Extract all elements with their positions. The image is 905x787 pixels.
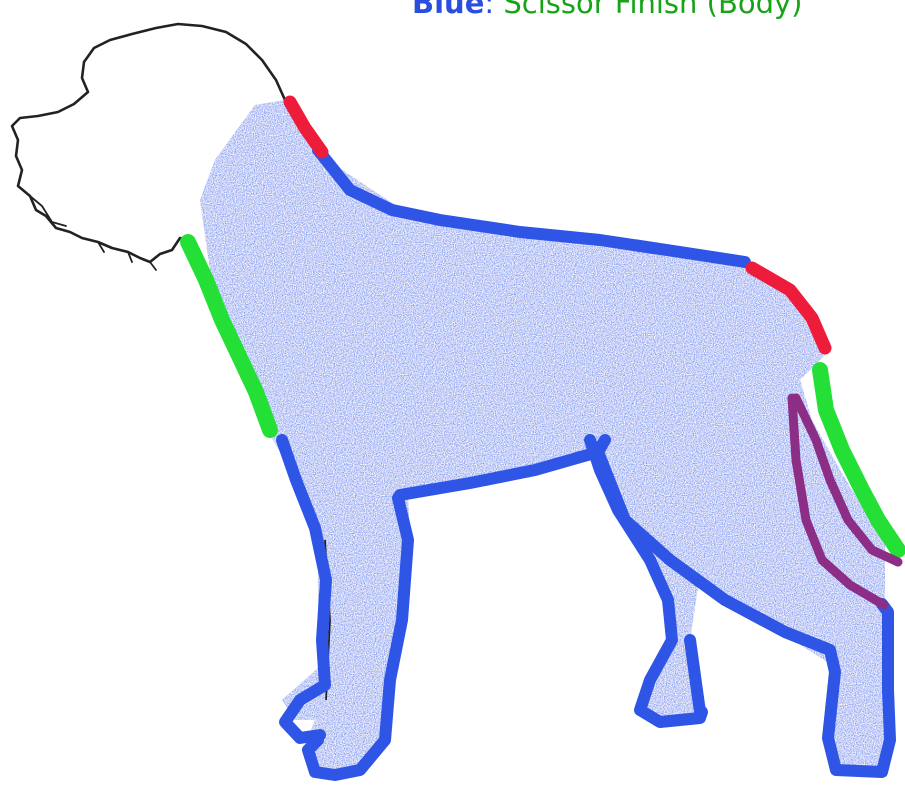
head-sketch-jaw [30,196,156,270]
body-fill [200,100,890,775]
